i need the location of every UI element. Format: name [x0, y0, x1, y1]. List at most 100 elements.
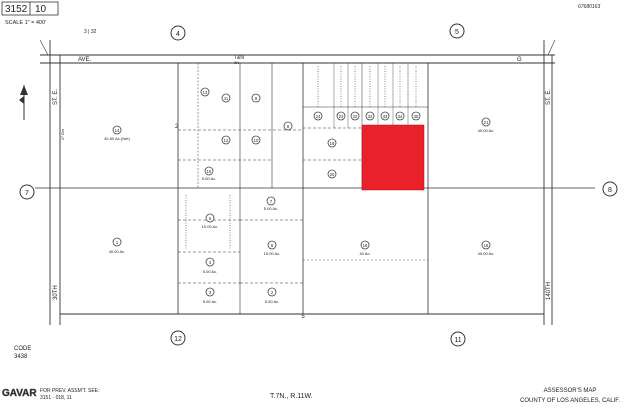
parcel-marker[interactable]: 24 [313, 111, 323, 121]
center-top-label-2: 3N [234, 60, 239, 65]
parcel-marker[interactable]: 1 [112, 237, 122, 247]
acreage-label: 5.00 Ac. [264, 206, 278, 211]
watermark-logo: GAVAR [2, 388, 37, 399]
prev-assessment-ref: 3151 - 018, 11 [40, 395, 72, 401]
map-book-header: 3152 10 SCALE 1" = 400' 67680163 [1, 1, 600, 26]
parcel-marker[interactable]: 10 [251, 135, 261, 145]
acreage-label: 10.00 Ac. [264, 251, 281, 256]
acreage-label: 40.00 Ac. [478, 128, 495, 133]
grid-corner-number: 2 [175, 124, 179, 130]
parcel-number: 15 [207, 169, 212, 174]
road-labels: AVE. G T&N 3N 3 | 32 ST. E. 30TH ST. E. … [53, 29, 552, 300]
section-number-bottom-left: 12 [174, 336, 182, 343]
highlighted-parcel[interactable] [361, 124, 425, 191]
parcel-marker[interactable]: 8 [283, 121, 293, 131]
prev-assessment-note: FOR PREV. ASSM'T. SEE: [40, 388, 99, 394]
parcel-marker[interactable]: 2 [267, 287, 277, 297]
parcel-marker[interactable]: 15 [204, 166, 214, 176]
parcel-number: 4 [209, 260, 212, 265]
parcel-marker[interactable]: 4 [205, 257, 215, 267]
parcel-number: 14 [115, 128, 120, 133]
parcel-number: 18 [363, 243, 368, 248]
parcel-marker[interactable]: 5 [205, 213, 215, 223]
map-scale: SCALE 1" = 400' [5, 20, 46, 26]
parcel-marker[interactable]: 21 [481, 117, 491, 127]
east-road-top: ST. E. [546, 89, 552, 105]
parcel-number: 24 [316, 114, 321, 119]
parcel-marker[interactable]: 14 [112, 125, 122, 135]
parcel-number: 9 [255, 96, 258, 101]
west-road-chains: 27 Chs [61, 129, 65, 140]
north-arrow-icon [19, 85, 28, 120]
parcel-marker[interactable]: 6 [267, 240, 277, 250]
parcel-number: 6 [271, 243, 274, 248]
parcel-number: 1 [116, 240, 119, 245]
parcel-number: 3 [209, 290, 212, 295]
acreage-label: 5.00 Ac. [202, 176, 216, 181]
parcel-number: 23 [339, 114, 344, 119]
parcel-number: 5 [209, 216, 212, 221]
parcel-marker[interactable]: 3 [205, 287, 215, 297]
parcel-number: 12 [224, 138, 229, 143]
parcel-marker[interactable]: 23 [336, 111, 346, 121]
acreage-label: 40.00 Ac. [109, 249, 126, 254]
parcel-marker[interactable]: 9 [251, 93, 261, 103]
parcel-marker[interactable]: 22 [350, 111, 360, 121]
section-number-bottom-right: 11 [454, 337, 461, 344]
west-subdivision-lines [177, 63, 303, 314]
parcel-marker[interactable]: 13 [200, 87, 210, 97]
parcel-marker[interactable]: 20 [327, 169, 337, 179]
east-road-bottom: 140TH [546, 282, 552, 300]
west-road-top: ST. E. [53, 89, 59, 105]
parcel-marker[interactable]: 7 [266, 196, 276, 206]
parcel-number: 10 [254, 138, 259, 143]
county-name: COUNTY OF LOS ANGELES, CALIF. [520, 398, 620, 404]
parcel-number: 13 [203, 90, 208, 95]
parcel-marker[interactable]: 19 [327, 138, 337, 148]
parcel-number: 20 [330, 172, 335, 177]
parcel-number: 22 [353, 114, 358, 119]
code-value: 3438 [14, 354, 28, 360]
section-circles: 4 5 7 8 12 11 5 2 [19, 23, 618, 347]
corner-code: 67680163 [578, 4, 600, 10]
parcel-number: 7 [270, 199, 273, 204]
parcel-marker[interactable]: 11 [221, 93, 231, 103]
parcel-number: 21 [484, 120, 489, 125]
parcel-number: 34 [398, 114, 403, 119]
township-range: T.7N., R.11W. [270, 393, 313, 400]
top-left-box: 3 | 32 [84, 29, 97, 35]
parcel-number: 33 [383, 114, 388, 119]
parcel-marker[interactable]: 35 [411, 111, 421, 121]
road-frame [35, 39, 595, 325]
parcel-marker[interactable]: 34 [395, 111, 405, 121]
parcel-marker[interactable]: 33 [380, 111, 390, 121]
parcel-number: 2 [271, 290, 274, 295]
parcel-marker[interactable]: 18 [360, 240, 370, 250]
parcel-number: 32 [368, 114, 373, 119]
parcel-marker[interactable]: 12 [221, 135, 231, 145]
section-number-top-left: 4 [176, 31, 180, 38]
map-footer: CODE 3438 FOR PREV. ASSM'T. SEE: 3151 - … [2, 346, 621, 404]
lot-ticks [185, 66, 417, 250]
acreage-label: 10.00 Ac. [202, 224, 219, 229]
map-page-number: 10 [35, 4, 47, 15]
acreage-label: 5.00 Ac. [265, 299, 279, 304]
west-road-bottom: 30TH [53, 285, 59, 300]
center-top-label: T&N [234, 55, 244, 61]
section-number-top-right: 5 [455, 29, 459, 36]
parcel-marker[interactable]: 32 [365, 111, 375, 121]
parcel-number: 16 [484, 243, 489, 248]
parcel-number: 19 [330, 141, 335, 146]
acreage-label: 5.00 Ac. [203, 269, 217, 274]
north-road-name: AVE. [78, 57, 92, 63]
parcel-number: 11 [224, 96, 229, 101]
parcel-number: 35 [414, 114, 419, 119]
parcel-marker[interactable]: 16 [481, 240, 491, 250]
north-road-letter: G [517, 57, 522, 63]
map-book-number: 3152 [5, 4, 28, 15]
acreage-label: 40 Ac. [359, 251, 370, 256]
parcel-number: 8 [287, 124, 290, 129]
assessor-map-title: ASSESSOR'S MAP [544, 388, 597, 394]
center-bottom-number: 5 [301, 314, 305, 320]
